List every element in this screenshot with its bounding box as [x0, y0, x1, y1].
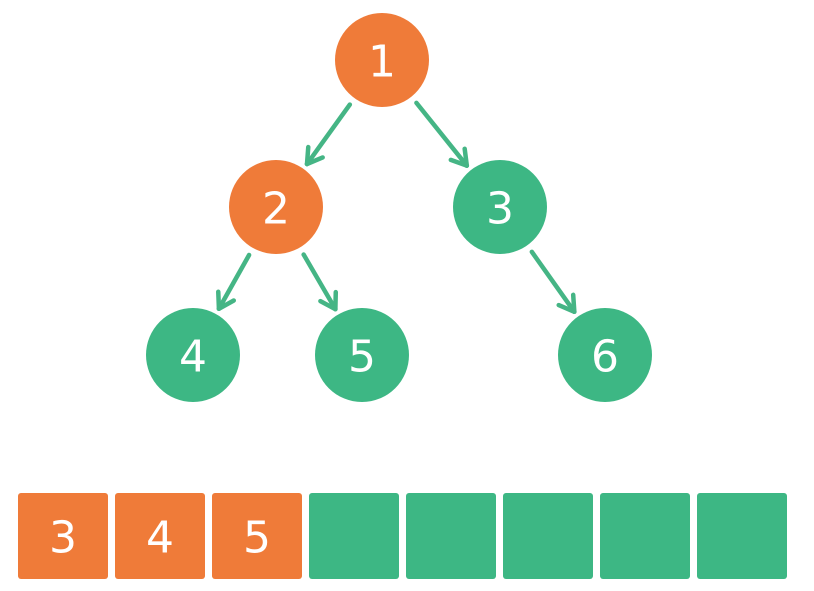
queue-cell-box [406, 493, 496, 579]
queue-cell-4 [309, 493, 399, 579]
queue-cell-7 [600, 493, 690, 579]
edge-2-5-arrow [301, 252, 339, 312]
queue-cell-box [115, 493, 205, 579]
tree-node-circle [335, 13, 429, 107]
tree-node-label: 3 [486, 184, 514, 235]
queue-cell-2: 4 [115, 493, 205, 579]
tree-node-4: 4 [146, 308, 240, 402]
queue-cell-1: 3 [18, 493, 108, 579]
tree-node-6: 6 [558, 308, 652, 402]
tree-node-label: 6 [591, 332, 619, 383]
queue-cell-box [503, 493, 593, 579]
tree-node-label: 4 [179, 332, 207, 383]
tree-node-label: 2 [262, 184, 290, 235]
tree-node-circle [146, 308, 240, 402]
queue-cell-6 [503, 493, 593, 579]
edge-1-3-arrow [414, 100, 470, 168]
queue-array: 3 4 5 [18, 493, 787, 579]
queue-cell-box [18, 493, 108, 579]
tree-edges [216, 100, 577, 315]
queue-cell-box [309, 493, 399, 579]
edge-2-4-arrow [216, 252, 252, 312]
edge-3-6-arrow [529, 249, 577, 315]
queue-cell-5 [406, 493, 496, 579]
queue-cell-box [212, 493, 302, 579]
queue-cell-label: 4 [146, 513, 174, 564]
tree-node-label: 1 [368, 37, 396, 88]
tree-node-label: 5 [348, 332, 376, 383]
tree-node-circle [558, 308, 652, 402]
queue-cell-8 [697, 493, 787, 579]
queue-cell-box [600, 493, 690, 579]
tree-node-circle [229, 160, 323, 254]
tree-node-circle [453, 160, 547, 254]
tree-node-5: 5 [315, 308, 409, 402]
tree-node-1: 1 [335, 13, 429, 107]
tree-nodes: 1 2 3 4 5 6 [146, 13, 652, 402]
queue-cell-3: 5 [212, 493, 302, 579]
tree-node-2: 2 [229, 160, 323, 254]
edge-1-2-arrow [304, 102, 353, 167]
queue-cell-box [697, 493, 787, 579]
queue-cell-label: 5 [243, 513, 271, 564]
tree-node-3: 3 [453, 160, 547, 254]
tree-node-circle [315, 308, 409, 402]
queue-cell-label: 3 [49, 513, 77, 564]
